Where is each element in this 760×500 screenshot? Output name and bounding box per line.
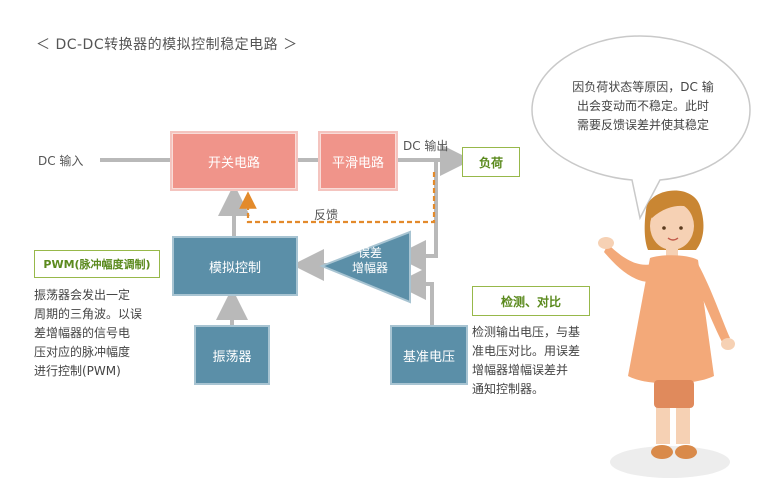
pwm-heading: PWM(脉冲幅度调制) [34, 250, 160, 278]
detect-line: 通知控制器。 [472, 382, 545, 396]
error-amp-label-line1: 误差 [357, 246, 382, 260]
error-amp-label: 误差 增幅器 [347, 246, 393, 276]
load-block: 负荷 [462, 147, 520, 177]
presenter-illustration [598, 190, 735, 478]
analog-control-label: 模拟控制 [208, 260, 261, 276]
reference-voltage-label: 基准电压 [402, 349, 455, 365]
error-amp-shape [319, 230, 411, 304]
bubble-line: 因负荷状态等原因，DC 输 [572, 80, 714, 94]
detect-description: 检测输出电压，与基 准电压对比。用误差 增幅器增幅误差并 通知控制器。 [472, 323, 580, 399]
load-label: 负荷 [478, 155, 503, 170]
oscillator-label: 振荡器 [212, 349, 252, 365]
pwm-description: 振荡器会发出一定 周期的三角波。以误 差增幅器的信号电 压对应的脉冲幅度 进行控… [34, 286, 142, 381]
pwm-line: 振荡器会发出一定 [34, 288, 131, 302]
detect-heading: 检测、对比 [472, 286, 590, 316]
detect-line: 准电压对比。用误差 [472, 344, 581, 358]
pwm-line: 周期的三角波。以误 [34, 307, 143, 321]
page-title: ＜ DC-DC转换器的模拟控制稳定电路 ＞ [36, 37, 298, 53]
smoothing-circuit-block: 平滑电路 [318, 131, 398, 191]
speech-bubble-shape [531, 35, 751, 221]
analog-control-block: 模拟控制 [172, 236, 298, 296]
switch-circuit-block: 开关电路 [170, 131, 298, 191]
switch-circuit-label: 开关电路 [207, 155, 260, 171]
dc-output-label: DC 输出 [403, 139, 449, 153]
detect-heading-text: 检测、对比 [500, 294, 561, 309]
bubble-line: 出会变动而不稳定。此时 [576, 99, 709, 113]
speech-bubble-text: 因负荷状态等原因，DC 输 出会变动而不稳定。此时 需要反馈误差并使其稳定 [558, 78, 728, 135]
reference-voltage-block: 基准电压 [390, 325, 468, 385]
error-amp-label-line2: 增幅器 [351, 261, 388, 275]
feedback-label: 反馈 [314, 208, 339, 222]
smoothing-circuit-label: 平滑电路 [331, 155, 384, 171]
pwm-line: 进行控制(PWM) [34, 364, 121, 378]
pwm-line: 差增幅器的信号电 [34, 326, 131, 340]
bubble-line: 需要反馈误差并使其稳定 [576, 118, 709, 132]
dc-input-label: DC 输入 [38, 154, 84, 168]
detect-line: 增幅器增幅误差并 [472, 363, 569, 377]
detect-line: 检测输出电压，与基 [472, 325, 581, 339]
feedback-arrow [239, 172, 436, 224]
pwm-line: 压对应的脉冲幅度 [34, 345, 131, 359]
oscillator-block: 振荡器 [194, 325, 270, 385]
pwm-heading-text: PWM(脉冲幅度调制) [43, 258, 151, 271]
